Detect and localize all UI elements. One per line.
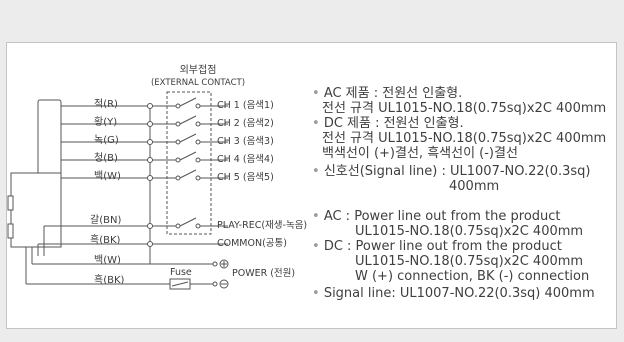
wire-label-white: 백(W) bbox=[94, 171, 121, 182]
note-dc-polarity-en: W (+) connection, BK (-) connection bbox=[355, 269, 590, 284]
external-contact-subtitle: (EXTERNAL CONTACT) bbox=[150, 78, 246, 88]
note-dc-spec-en: UL1015-NO.18(0.75sq)x2C 400mm bbox=[355, 254, 584, 269]
note-dc-en: • DC : Power line out from the product bbox=[312, 239, 562, 254]
beacon-base bbox=[10, 172, 62, 248]
note-signal-en: • Signal line: UL1007-NO.22(0.3sq) 400mm bbox=[312, 286, 595, 301]
bracket-icon bbox=[7, 195, 14, 211]
note-dc-spec-ko: 전선 규격 UL1015-NO.18(0.75sq)x2C 400mm bbox=[322, 131, 607, 146]
channel-label-ch1: CH 1 (음색1) bbox=[217, 100, 274, 111]
channel-label-common: COMMON(공통) bbox=[217, 238, 287, 249]
wire-label-yellow: 황(Y) bbox=[94, 117, 118, 128]
contact-ch2 bbox=[150, 115, 228, 127]
contact-ch1 bbox=[150, 97, 228, 109]
contact-ch4 bbox=[150, 151, 228, 163]
channel-label-ch2: CH 2 (음색2) bbox=[217, 118, 274, 129]
note-ac-ko: • AC 제품 : 전원선 인출형. bbox=[312, 86, 463, 101]
note-signal-length-ko: 400mm bbox=[449, 179, 500, 194]
channel-label-ch4: CH 4 (음색4) bbox=[217, 154, 274, 165]
note-ac-en: • AC : Power line out from the product bbox=[312, 209, 561, 224]
wire-label-white-power: 백(W) bbox=[94, 255, 121, 266]
external-contact-box bbox=[166, 91, 212, 235]
channel-label-ch5: CH 5 (음색5) bbox=[217, 172, 274, 183]
wire-label-green: 녹(G) bbox=[94, 135, 119, 146]
contact-ch3 bbox=[150, 133, 228, 145]
wire-label-brown: 갈(BN) bbox=[90, 215, 122, 226]
fuse-element bbox=[171, 281, 189, 287]
beacon-top bbox=[37, 99, 62, 175]
contact-ch5 bbox=[150, 169, 228, 181]
wire-label-blue: 청(B) bbox=[94, 153, 118, 164]
bracket-icon bbox=[7, 223, 14, 239]
note-ac-spec-en: UL1015-NO.18(0.75sq)x2C 400mm bbox=[355, 224, 584, 239]
note-dc-ko: • DC 제품 : 전원선 인출형. bbox=[312, 116, 464, 131]
channel-label-ch3: CH 3 (음색3) bbox=[217, 136, 274, 147]
note-ac-spec-ko: 전선 규격 UL1015-NO.18(0.75sq)x2C 400mm bbox=[322, 101, 607, 116]
wire-label-red: 적(R) bbox=[94, 99, 118, 110]
wire-label-black: 흑(BK) bbox=[90, 235, 121, 246]
fuse-label: Fuse bbox=[170, 267, 192, 278]
note-signal-ko: • 신호선(Signal line) : UL1007-NO.22(0.3sq) bbox=[312, 164, 591, 179]
channel-label-play-rec: PLAY-REC(재생-녹음) bbox=[217, 220, 308, 231]
external-contact-title: 외부접점 bbox=[179, 65, 217, 76]
power-label: POWER (전원) bbox=[232, 268, 296, 279]
note-dc-polarity-ko: 백색선이 (+)결선, 흑색선이 (-)결선 bbox=[322, 146, 518, 161]
wire-label-black-power: 흑(BK) bbox=[94, 275, 125, 286]
contact-play-rec bbox=[150, 217, 228, 229]
diagram-panel bbox=[6, 42, 617, 329]
